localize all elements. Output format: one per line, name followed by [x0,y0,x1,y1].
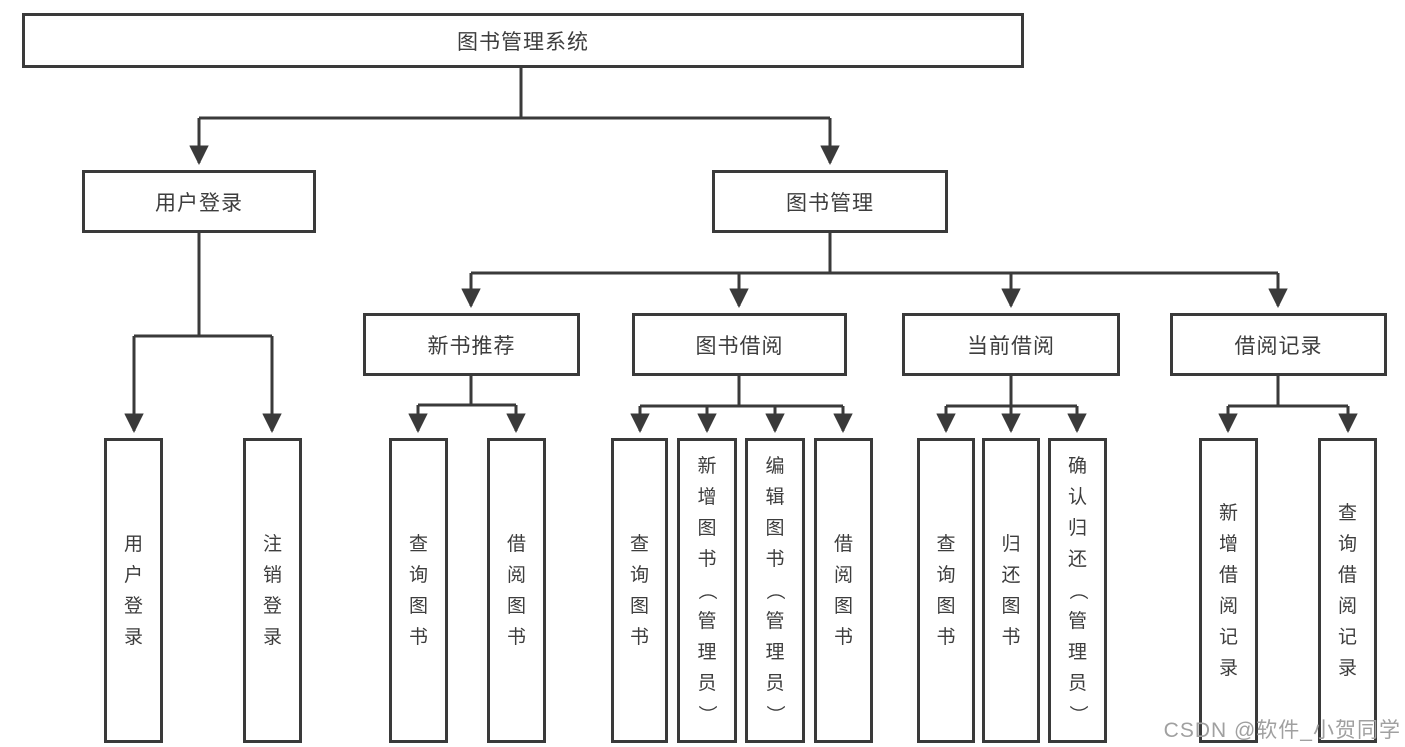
node-borrow-record: 借阅记录 [1170,313,1387,376]
node-book-management: 图书管理 [712,170,948,233]
leaf-return-book: 归还图书 [982,438,1040,743]
leaf-confirm-return-admin: 确认归还（管理员） [1048,438,1107,743]
leaf-query-book-current: 查询图书 [917,438,975,743]
leaf-edit-book-admin: 编辑图书（管理员） [745,438,805,743]
csdn-watermark: CSDN @软件_小贺同学 [1163,719,1401,742]
leaf-add-book-admin: 新增图书（管理员） [677,438,737,743]
leaf-borrow-book: 借阅图书 [814,438,873,743]
leaf-query-book-recommend: 查询图书 [389,438,448,743]
node-new-book-recommend: 新书推荐 [363,313,580,376]
leaf-logout-login: 注销登录 [243,438,302,743]
node-root-system: 图书管理系统 [22,13,1024,68]
node-current-borrow: 当前借阅 [902,313,1120,376]
node-book-borrow: 图书借阅 [632,313,847,376]
node-user-login: 用户登录 [82,170,316,233]
leaf-query-borrow-record: 查询借阅记录 [1318,438,1377,743]
leaf-add-borrow-record: 新增借阅记录 [1199,438,1258,743]
leaf-user-login: 用户登录 [104,438,163,743]
leaf-query-book-borrow: 查询图书 [611,438,668,743]
leaf-borrow-book-recommend: 借阅图书 [487,438,546,743]
